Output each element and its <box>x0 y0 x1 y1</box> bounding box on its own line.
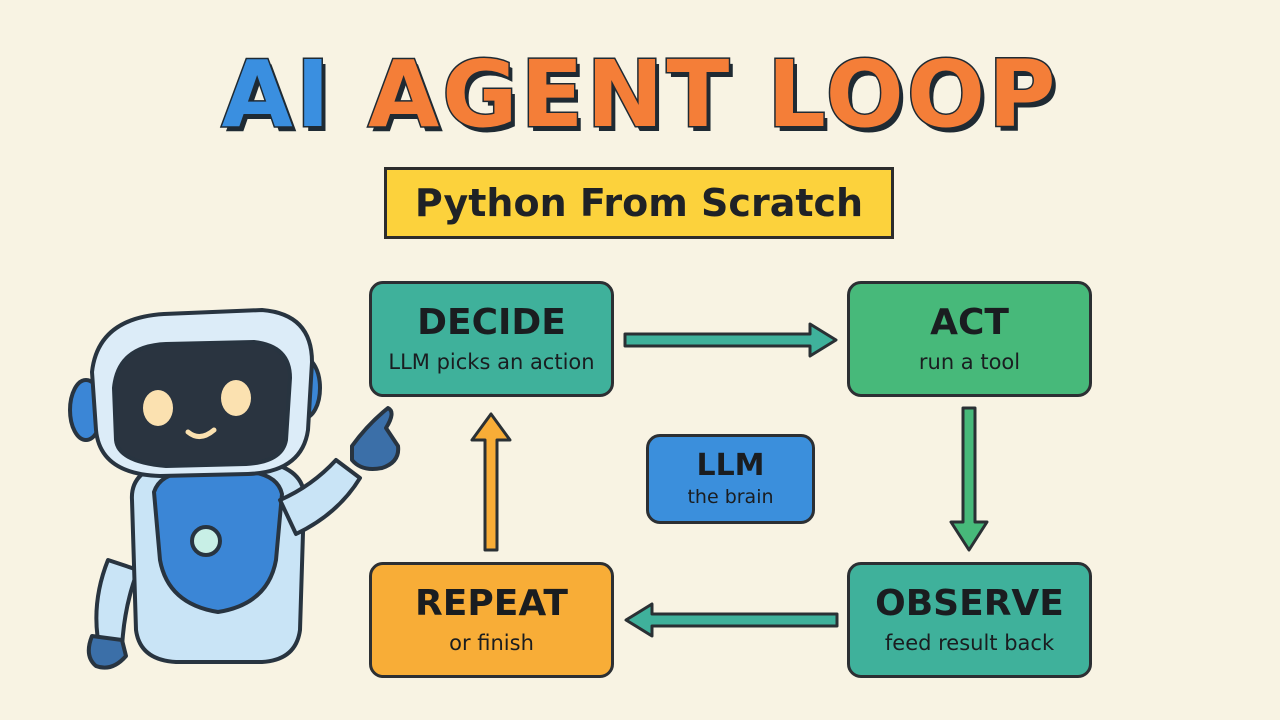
subtitle-banner: Python From Scratch <box>384 167 894 239</box>
arrow-down-icon <box>949 406 989 552</box>
title-ai: AI <box>220 40 333 150</box>
node-act-label: ACT <box>930 302 1009 343</box>
title-agent-loop: AGENT LOOP <box>366 40 1059 150</box>
page-title: AI AGENT LOOP <box>0 40 1280 150</box>
node-act-sub: run a tool <box>918 350 1021 374</box>
node-act: ACT run a tool <box>847 281 1092 397</box>
node-decide-label: DECIDE <box>417 302 566 343</box>
node-decide: DECIDE LLM picks an action <box>369 281 614 397</box>
node-decide-sub: LLM picks an action <box>388 350 595 374</box>
subtitle-text: Python From Scratch <box>414 181 864 225</box>
node-repeat: REPEAT or finish <box>369 562 614 678</box>
node-repeat-label: REPEAT <box>415 583 568 624</box>
arrow-right-icon <box>623 322 838 358</box>
node-observe: OBSERVE feed result back <box>847 562 1092 678</box>
node-observe-label: OBSERVE <box>875 583 1064 624</box>
node-llm-label: LLM <box>696 448 765 483</box>
arrow-left-icon <box>624 602 839 638</box>
arrow-up-icon <box>470 412 512 552</box>
node-observe-sub: feed result back <box>884 631 1055 655</box>
node-llm: LLM the brain <box>646 434 815 524</box>
node-repeat-sub: or finish <box>449 631 534 655</box>
node-llm-sub: the brain <box>687 486 774 508</box>
